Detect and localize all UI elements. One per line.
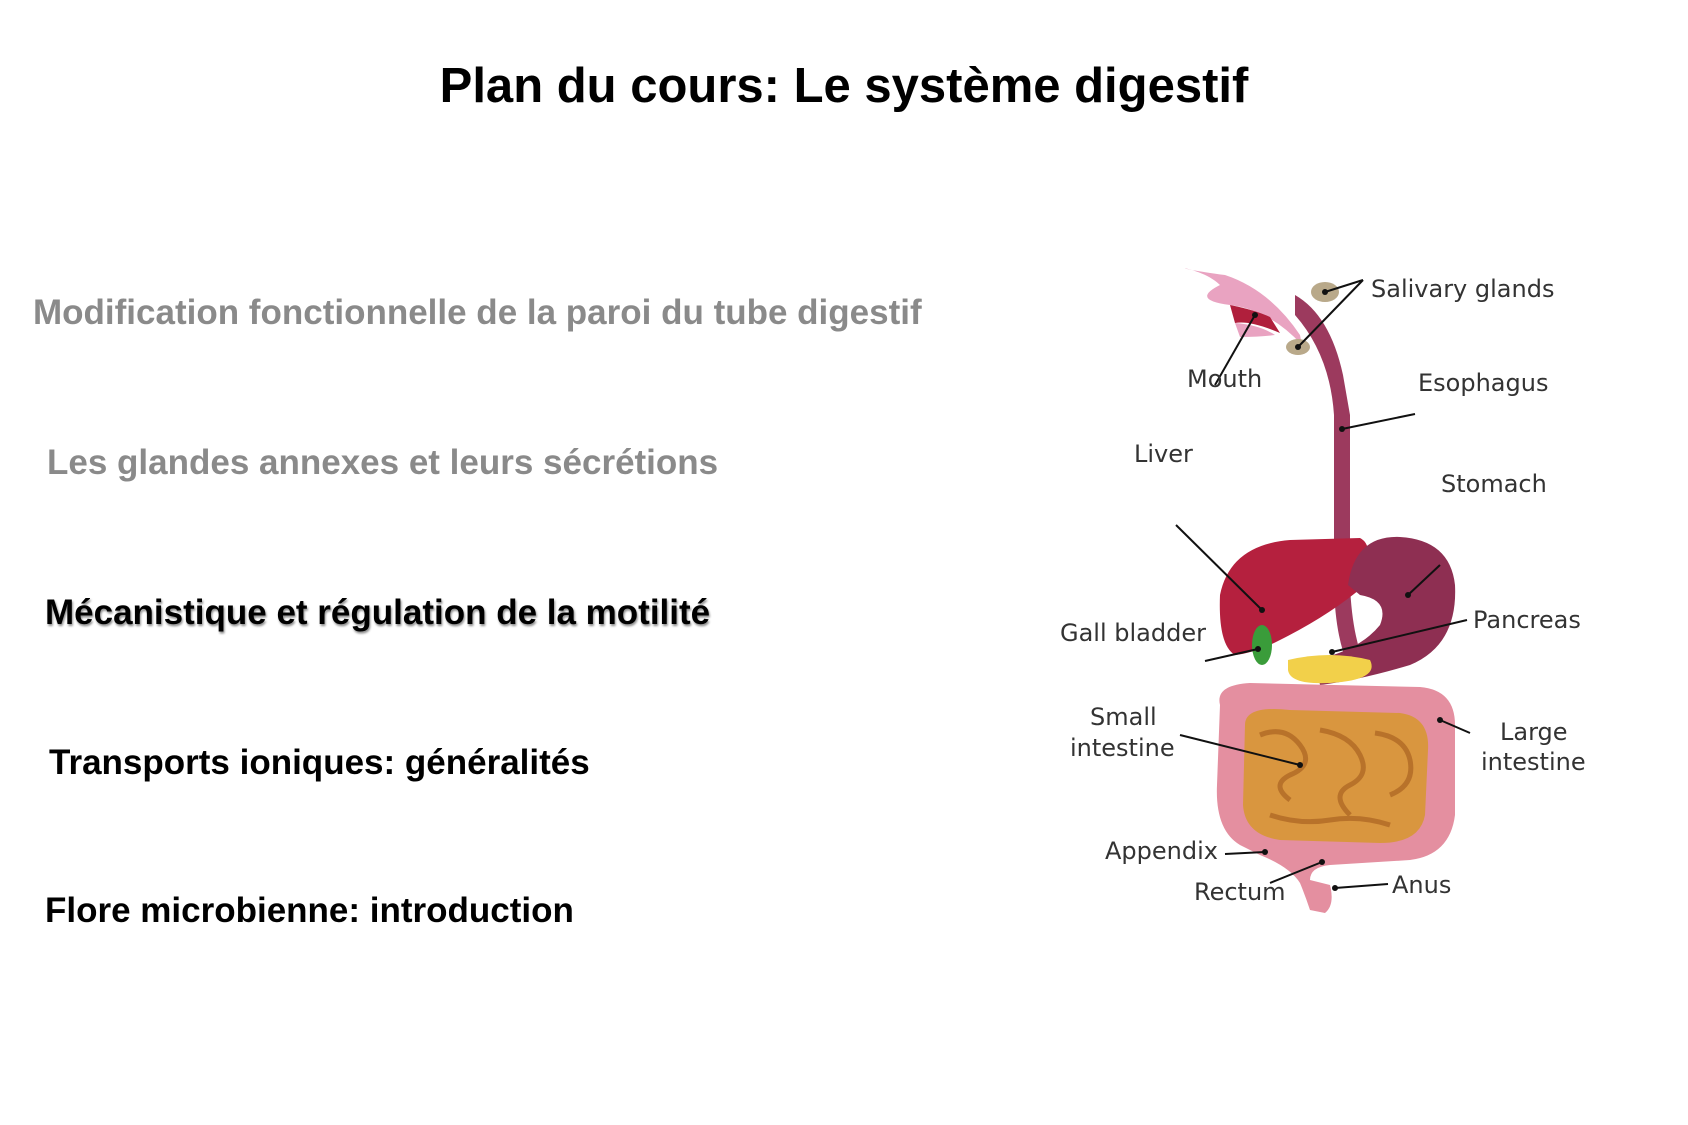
digestive-system-diagram: Salivary glands Mouth Esophagus Liver St…	[1060, 268, 1586, 913]
label-large-intestine-line2: intestine	[1481, 748, 1586, 776]
label-salivary-glands: Salivary glands	[1371, 275, 1554, 303]
label-small-intestine-line2: intestine	[1070, 734, 1175, 762]
label-anus: Anus	[1392, 871, 1451, 899]
outline-item-2: Les glandes annexes et leurs sécrétions	[47, 443, 719, 482]
outline-item-3: Mécanistique et régulation de la motilit…	[45, 593, 711, 632]
label-esophagus: Esophagus	[1418, 369, 1548, 397]
liver-shape	[1219, 538, 1369, 655]
slide-title: Plan du cours: Le système digestif	[439, 59, 1249, 113]
outline-item-4: Transports ioniques: généralités	[49, 743, 590, 782]
outline-item-1: Modification fonctionnelle de la paroi d…	[33, 293, 922, 332]
leader-lines	[1175, 279, 1471, 891]
label-stomach: Stomach	[1441, 470, 1547, 498]
stomach-shape	[1315, 536, 1456, 685]
small-intestine-coils	[1259, 727, 1414, 828]
label-rectum: Rectum	[1194, 878, 1286, 906]
outline-item-5: Flore microbienne: introduction	[45, 891, 574, 930]
small-intestine-shape	[1243, 709, 1429, 843]
label-mouth: Mouth	[1187, 365, 1262, 393]
gall-bladder-shape	[1252, 625, 1272, 665]
pancreas-shape	[1288, 655, 1372, 684]
label-pancreas: Pancreas	[1473, 606, 1581, 634]
label-appendix: Appendix	[1105, 837, 1218, 865]
label-large-intestine-line1: Large	[1500, 718, 1568, 746]
label-small-intestine-line1: Small	[1090, 703, 1157, 731]
label-liver: Liver	[1134, 440, 1193, 468]
label-gall-bladder: Gall bladder	[1060, 619, 1206, 647]
